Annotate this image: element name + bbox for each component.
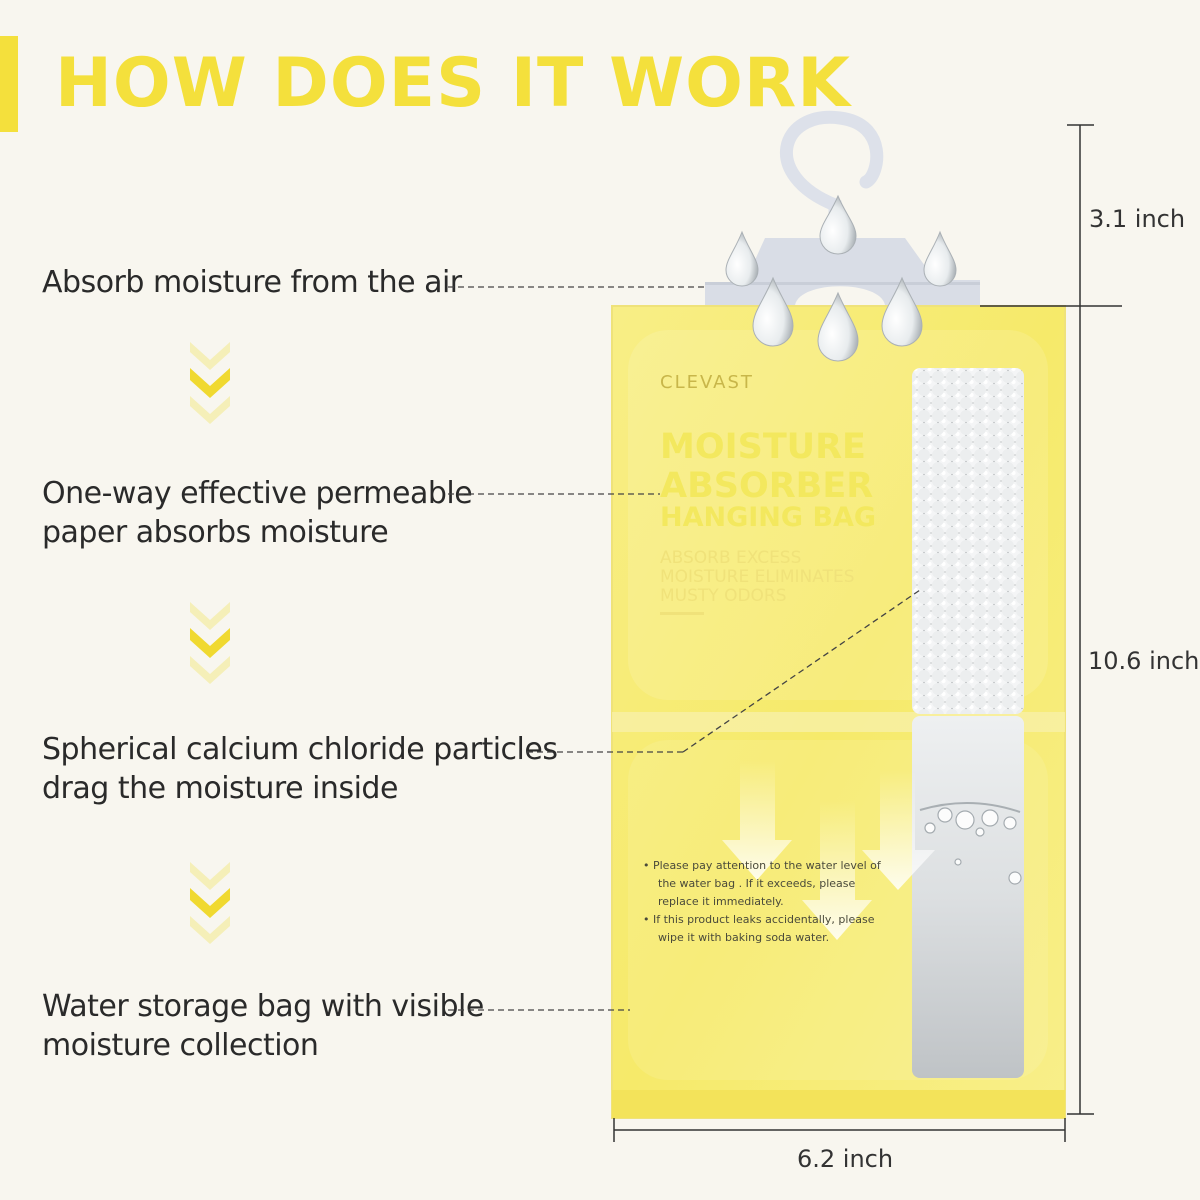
bag-title-line: ABSORBER <box>660 466 873 506</box>
bag-tagline-line: ABSORB EXCESS <box>660 548 801 568</box>
feature-permeable-paper: One-way effective permeable paper absorb… <box>42 474 473 552</box>
feature-line: Absorb moisture from the air <box>42 265 462 300</box>
bag-title-line: HANGING BAG <box>660 502 876 533</box>
feature-line: Water storage bag with visible <box>42 989 484 1024</box>
bag-title-line: MOISTURE <box>660 427 866 467</box>
dimension-hook-height: 3.1 inch <box>1089 205 1186 233</box>
bag-note-line: the water bag . If it exceeds, please <box>658 877 856 890</box>
page-title: HOW DOES IT WORK <box>55 44 851 123</box>
feature-line: drag the moisture inside <box>42 771 398 806</box>
feature-water-storage: Water storage bag with visible moisture … <box>42 987 484 1065</box>
feature-line: One-way effective permeable <box>42 476 473 511</box>
dimension-lines <box>613 124 1122 1142</box>
feature-line: moisture collection <box>42 1028 319 1063</box>
feature-line: Spherical calcium chloride particles <box>42 732 558 767</box>
leader-lines <box>448 286 921 1011</box>
bag-note-line: wipe it with baking soda water. <box>658 931 829 944</box>
moisture-absorber-bag: CLEVAST MOISTURE ABSORBER HANGING BAG AB… <box>611 305 1066 1119</box>
water-drop-icon <box>725 194 957 362</box>
chevron-down-icon <box>190 342 230 424</box>
bag-note-line: replace it immediately. <box>658 895 784 908</box>
hanger-hook <box>705 110 980 305</box>
chevron-down-icon <box>190 862 230 944</box>
feature-absorb-air: Absorb moisture from the air <box>42 263 462 302</box>
feature-line: paper absorbs moisture <box>42 515 389 550</box>
bag-tagline-line: MUSTY ODORS <box>660 586 787 606</box>
dimension-bag-height: 10.6 inch <box>1088 647 1200 675</box>
feature-calcium-chloride: Spherical calcium chloride particles dra… <box>42 730 558 808</box>
bag-note-line: • Please pay attention to the water leve… <box>643 859 882 872</box>
heading-accent-bar <box>0 36 18 132</box>
bag-tagline-line: MOISTURE ELIMINATES <box>660 567 855 587</box>
bag-brand: CLEVAST <box>660 372 754 393</box>
bag-note-line: • If this product leaks accidentally, pl… <box>643 913 875 926</box>
chevron-down-icon <box>190 602 230 684</box>
dimension-bag-width: 6.2 inch <box>797 1145 894 1173</box>
